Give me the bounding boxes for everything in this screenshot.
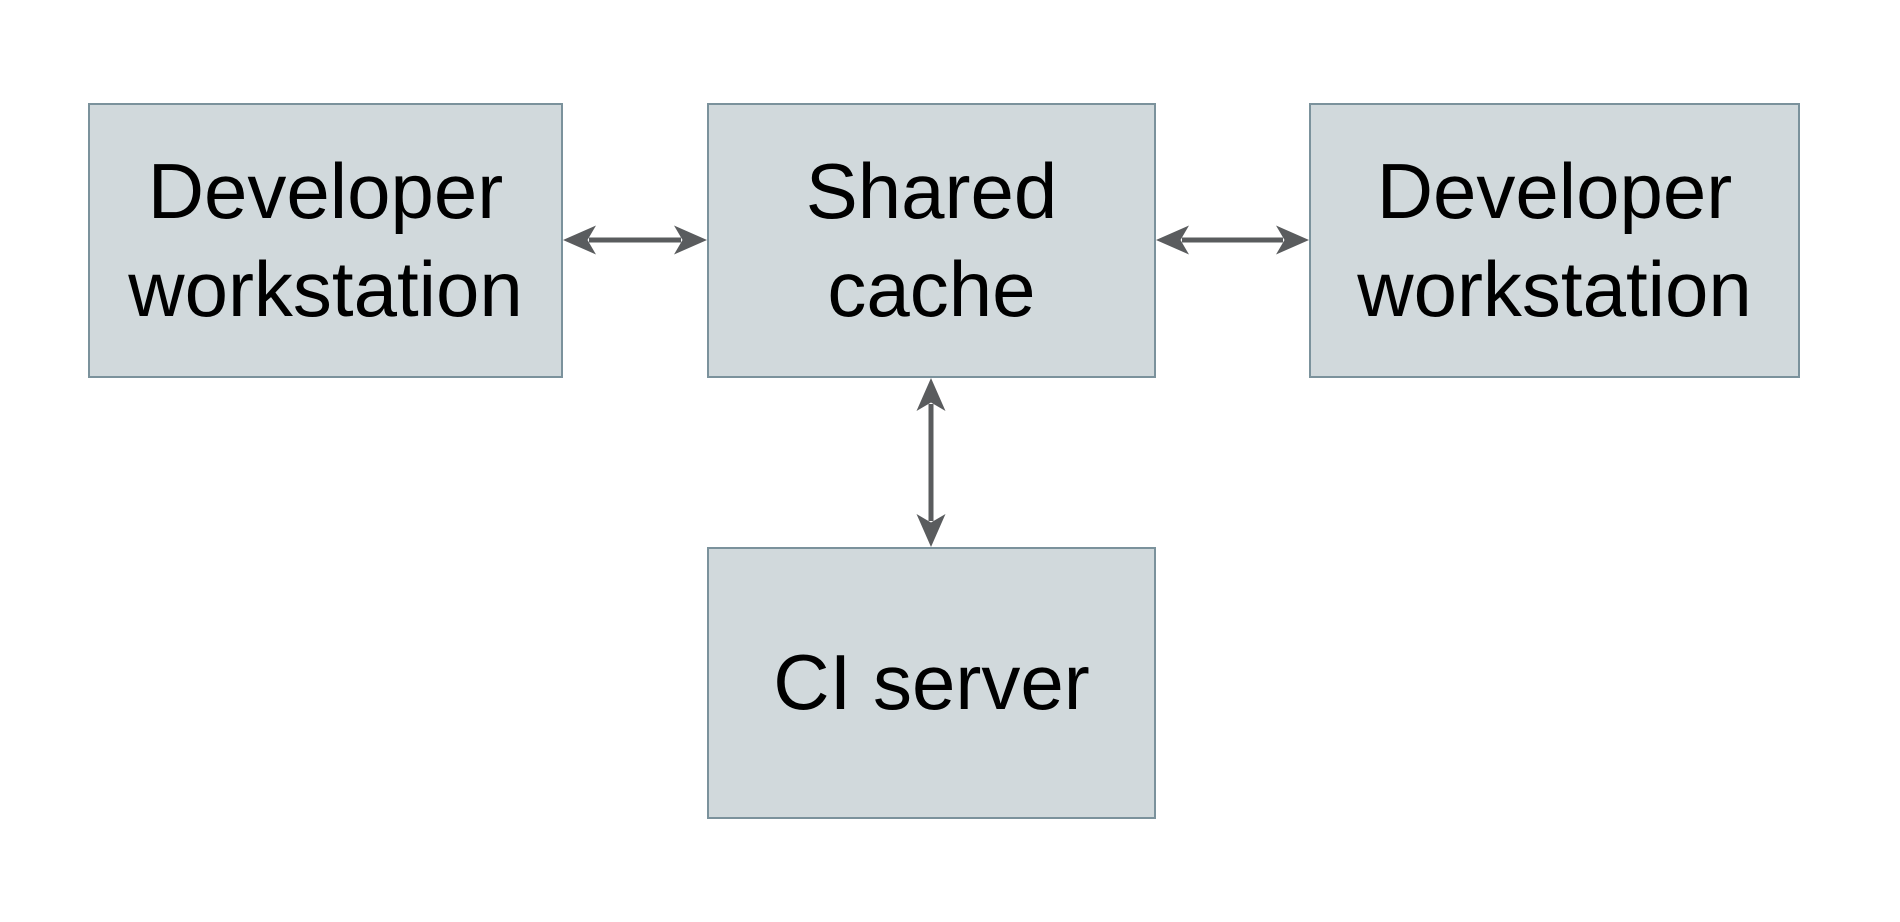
bidirectional-arrow-icon-cache-to-workstation-right bbox=[1156, 225, 1309, 255]
node-developer-workstation-left-label: Developer workstation bbox=[128, 147, 523, 333]
node-shared-cache: Shared cache bbox=[707, 103, 1156, 378]
node-developer-workstation-left: Developer workstation bbox=[88, 103, 563, 378]
node-shared-cache-label: Shared cache bbox=[805, 147, 1058, 333]
node-developer-workstation-right: Developer workstation bbox=[1309, 103, 1800, 378]
node-developer-workstation-right-label: Developer workstation bbox=[1357, 147, 1752, 333]
node-ci-server-label: CI server bbox=[773, 638, 1090, 727]
bidirectional-arrow-icon-cache-to-ci-server bbox=[916, 378, 946, 547]
bidirectional-arrow-icon-workstation-left-to-cache bbox=[563, 225, 707, 255]
node-ci-server: CI server bbox=[707, 547, 1156, 819]
